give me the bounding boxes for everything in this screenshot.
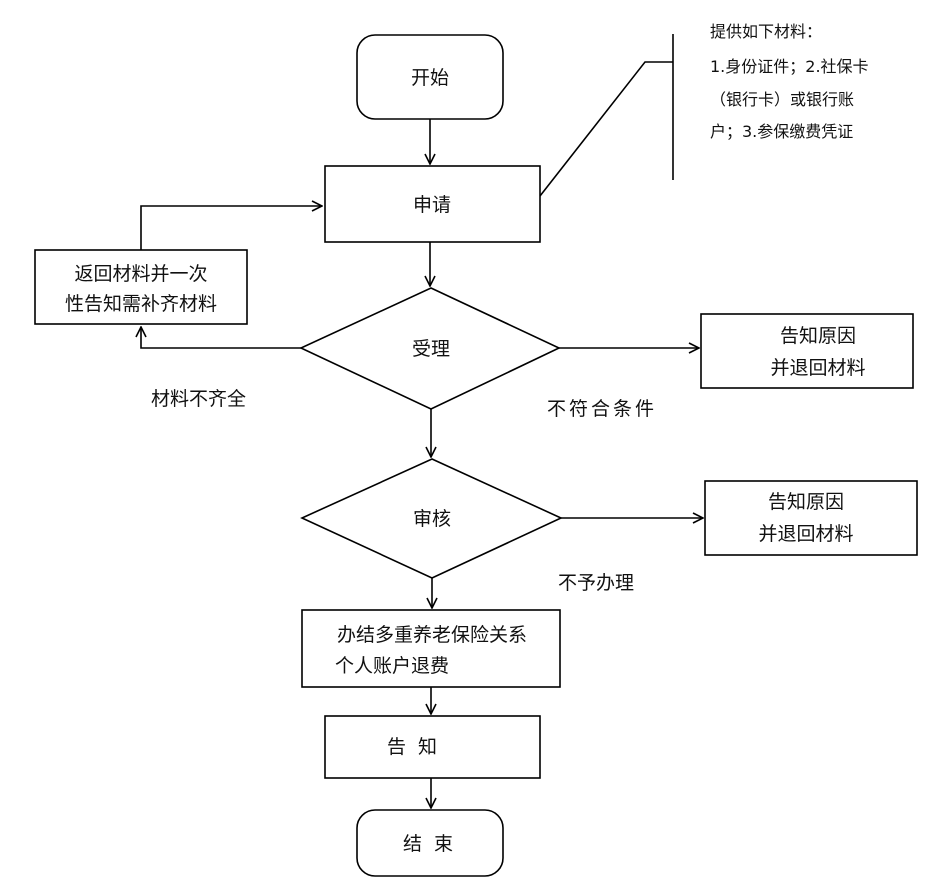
apply-label: 申请: [413, 194, 451, 216]
accept-label: 受理: [412, 338, 450, 360]
notify-label: 告 知: [387, 736, 437, 758]
notify-reason-node-2: 告知原因 并退回材料: [704, 480, 918, 556]
annotation-line-1: 提供如下材料：: [710, 22, 822, 41]
review-decision: 审核: [300, 458, 563, 579]
annotation-connector: [539, 61, 673, 197]
annotation-line-4: 户；3.参保缴费凭证: [710, 122, 853, 141]
process-node: 办结多重养老保险关系 个人账户退费: [301, 609, 561, 688]
notify-reason-2-line-1: 告知原因: [768, 491, 844, 513]
start-node: 开始: [356, 34, 504, 120]
edge-label-not-eligible: 不符合条件: [547, 398, 657, 420]
annotation-line-2: 1.身份证件；2.社保卡: [710, 57, 869, 76]
return-materials-line-1: 返回材料并一次: [74, 263, 207, 285]
return-materials-line-2: 性告知需补齐材料: [65, 293, 217, 315]
apply-node: 申请: [324, 165, 541, 243]
arrow-return-materials-to-apply: [140, 206, 322, 250]
notify-reason-1-line-2: 并退回材料: [770, 357, 865, 379]
notify-reason-node-1: 告知原因 并退回材料: [700, 313, 914, 389]
process-line-1: 办结多重养老保险关系: [337, 624, 527, 646]
annotation-text: 提供如下材料： 1.身份证件；2.社保卡 （银行卡）或银行账 户；3.参保缴费凭…: [710, 22, 869, 141]
process-line-2: 个人账户退费: [335, 655, 449, 677]
end-label: 结 束: [403, 833, 453, 855]
edge-label-not-approved: 不予办理: [558, 572, 634, 594]
start-label: 开始: [411, 67, 449, 89]
review-label: 审核: [413, 508, 451, 530]
edge-label-incomplete: 材料不齐全: [151, 388, 246, 410]
return-materials-node: 返回材料并一次 性告知需补齐材料: [34, 249, 248, 325]
annotation-line-3: （银行卡）或银行账: [710, 90, 854, 109]
notify-node: 告 知: [324, 715, 541, 779]
end-node: 结 束: [356, 809, 504, 877]
notify-reason-1-line-1: 告知原因: [780, 325, 856, 347]
accept-decision: 受理: [299, 287, 561, 410]
arrow-accept-to-return-materials: [141, 327, 301, 349]
notify-reason-2-line-2: 并退回材料: [758, 523, 853, 545]
